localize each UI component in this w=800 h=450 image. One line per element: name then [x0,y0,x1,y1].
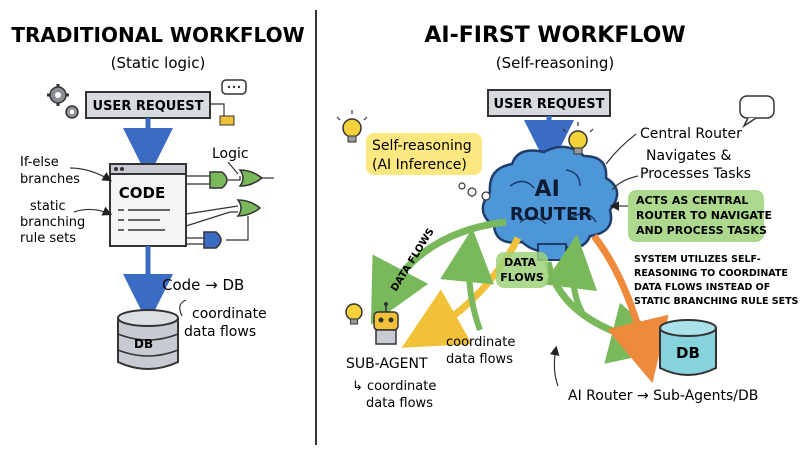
thought-bubbles [458,182,491,201]
router-to-label: AI Router → Sub-Agents/DB [568,388,758,404]
folder-icon [219,115,235,126]
coordinate-label: coordinate data flows [184,306,271,340]
code-label: CODE [119,184,165,202]
navigates-pointer [611,175,639,191]
right-title: AI-FIRST WORKFLOW [424,23,685,48]
logic-label: Logic [212,146,249,162]
code-db-label: Code → DB [162,276,244,294]
central-router-pointer [605,133,637,165]
gear-icon [47,84,69,106]
db-label: DB [134,337,153,351]
flow-arrow-green-left [370,218,507,325]
data-flows-label-left: DATA FLOWS [389,227,437,294]
flow-arrow-yellow [401,236,522,348]
user-request-label: USER REQUEST [93,99,204,114]
flow-arrow-orange [591,233,669,384]
user-request-box [487,89,611,117]
router-to-pointer [549,345,560,387]
robot-icon [373,302,399,345]
lightbulb-icon [562,122,594,155]
user-request-box [85,91,211,119]
left-panel: TRADITIONAL WORKFLOW (Static logic) USER… [11,23,305,370]
data-flows-label-center: DATA FLOWS [500,256,544,284]
lightbulb-icon [345,303,363,325]
acts-highlight [628,190,764,242]
chat-bubble-icon [739,95,775,129]
self-reasoning-highlight [366,133,482,175]
logic-gate-icon [209,169,264,217]
logic-wires [185,175,274,245]
logic-gate-icon [203,231,222,249]
acts-label: ACTS AS CENTRAL ROUTER TO NAVIGATE AND P… [636,194,776,237]
sub-agent-note: ↳ coordinate data flows [352,379,441,411]
database-icon [659,319,717,376]
left-subtitle: (Static logic) [111,54,206,72]
chat-bubble-icon [221,79,247,95]
request-connector [210,103,225,116]
left-title: TRADITIONAL WORKFLOW [11,23,304,47]
system-note: SYSTEM UTILIZES SELF- REASONING TO COORD… [634,254,799,307]
if-else-pointer [69,167,113,182]
db-label: DB [676,344,700,362]
central-router-label: Central Router [640,126,742,142]
code-window: CODE [109,163,187,247]
gear-icon [65,105,79,119]
lightbulb-icon [336,110,368,143]
router-label: AI ROUTER [510,177,592,225]
right-subtitle: (Self-reasoning) [496,54,614,72]
self-reasoning-label: Self-reasoning (AI Inference) [372,138,476,173]
logic-pointer [227,161,239,175]
coordinate-label: coordinate data flows [446,335,519,367]
static-pointer [73,206,113,216]
flow-arrow-green-up2 [543,234,598,314]
user-request-label: USER REQUEST [494,97,605,112]
sub-agent-label: SUB-AGENT [346,356,428,372]
right-panel: AI-FIRST WORKFLOW (Self-reasoning) USER … [336,23,799,411]
coordinate-pointer [179,299,187,317]
database-icon [117,309,179,370]
if-else-label: If-else branches [20,155,80,187]
navigates-label: Navigates & Processes Tasks [640,148,751,182]
flow-arrow-green-up [440,228,494,332]
static-branching-label: static branching rule sets [20,199,89,246]
data-flows-highlight [496,252,548,288]
